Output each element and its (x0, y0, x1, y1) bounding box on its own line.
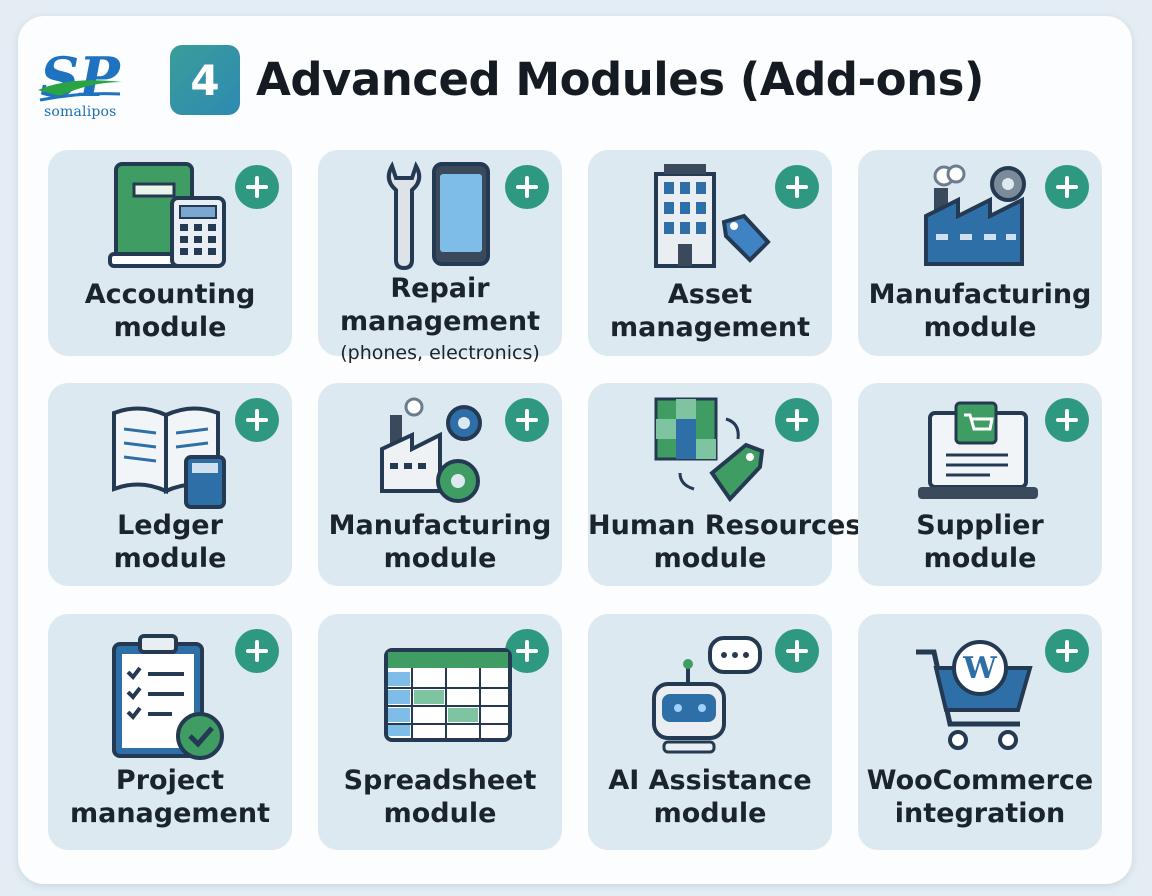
add-plus-icon[interactable] (235, 398, 279, 442)
spreadsheet-icon (384, 648, 512, 742)
robot-chat-icon (652, 636, 762, 754)
clipboard-check-icon (112, 634, 224, 760)
svg-text:W: W (962, 651, 998, 686)
ledger-calculator-icon (108, 162, 226, 268)
add-plus-icon[interactable] (505, 165, 549, 209)
laptop-cart-icon (918, 401, 1038, 499)
grid-tag-icon (654, 397, 765, 503)
add-plus-icon[interactable] (1045, 165, 1089, 209)
brand-name: somalipos (44, 104, 117, 120)
add-plus-icon[interactable] (505, 629, 549, 673)
add-plus-icon[interactable] (775, 629, 819, 673)
add-plus-icon[interactable] (1045, 629, 1089, 673)
add-plus-icon[interactable] (775, 398, 819, 442)
factory-gear-icon (924, 164, 1026, 266)
factory-gears-icon (380, 397, 482, 503)
add-plus-icon[interactable] (1045, 398, 1089, 442)
add-plus-icon[interactable] (505, 398, 549, 442)
wrench-phone-icon (386, 161, 490, 271)
building-tag-icon (654, 164, 771, 268)
svg-text:SP: SP (40, 45, 121, 109)
add-plus-icon[interactable] (775, 165, 819, 209)
add-plus-icon[interactable] (235, 165, 279, 209)
add-plus-icon[interactable] (235, 629, 279, 673)
cart-wordpress-icon: W (916, 640, 1033, 750)
section-number-badge: 4 (170, 45, 240, 115)
somalipos-logo: SP (38, 45, 122, 109)
open-book-calculator-icon (112, 406, 226, 509)
page-title: Advanced Modules (Add-ons) (256, 53, 984, 106)
